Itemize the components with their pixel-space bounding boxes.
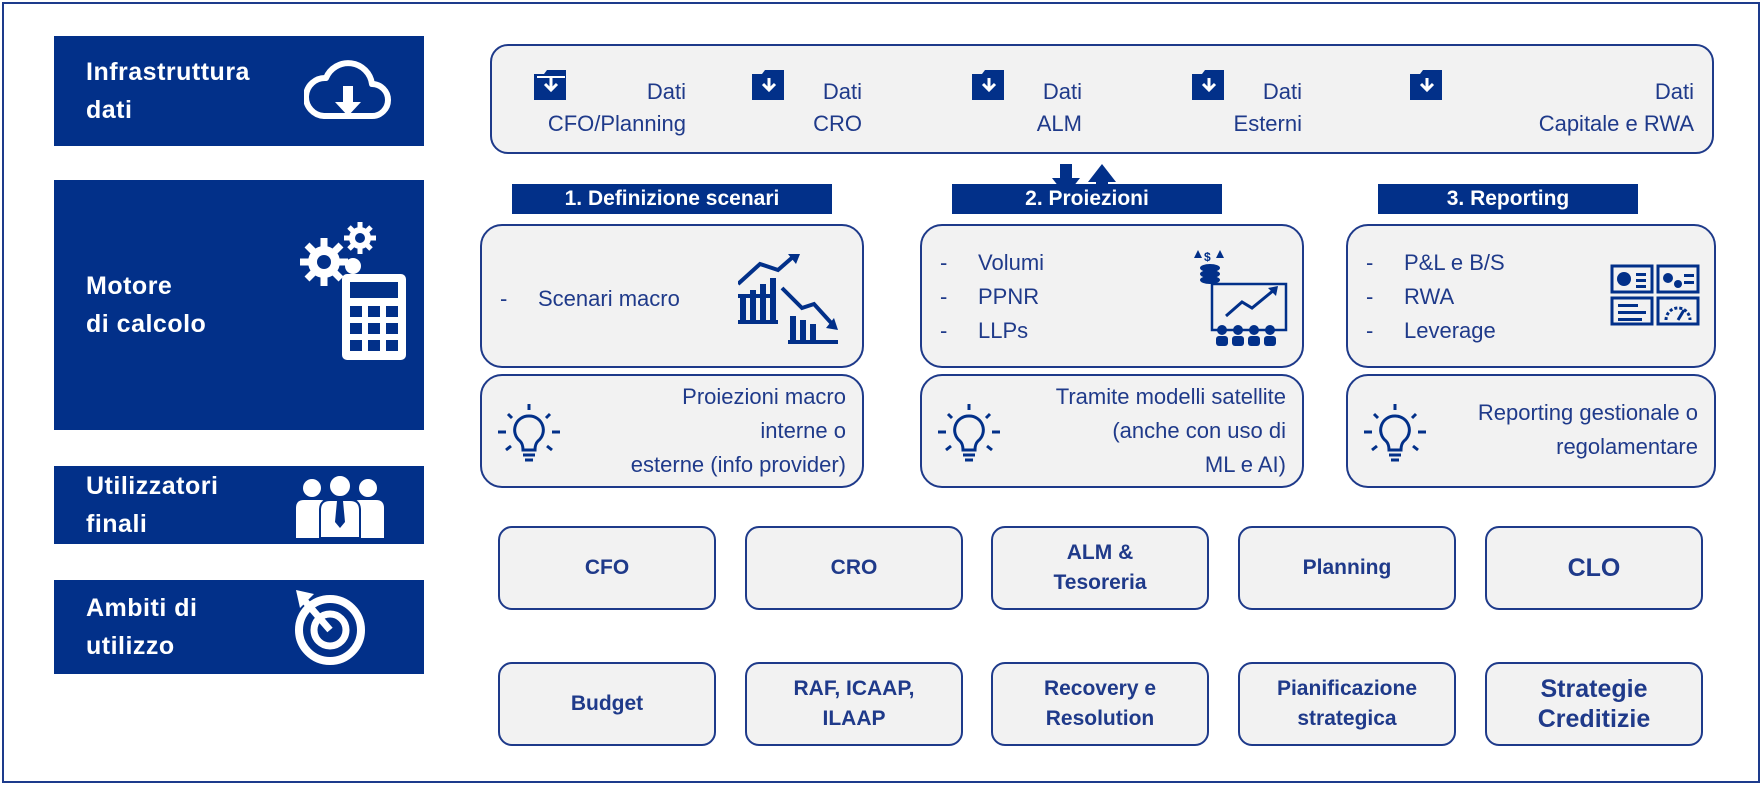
bullet-item: -P&L e B/S [1366,250,1505,275]
bullet-item: -Volumi [940,250,1045,275]
data-source-alm: Dati ALM [962,46,1112,156]
user-alm-tesoreria: ALM & Tesoreria [991,526,1209,610]
section-desc-card-reporting: Reporting gestionale o regolamentare [1346,374,1716,488]
data-source-label: Dati ALM [1036,79,1082,136]
dashboard-icon [1610,264,1700,326]
people-group-icon [296,474,384,538]
bullet-item: -Scenari macro [500,286,680,311]
target-arrow-icon [295,590,365,665]
data-source-label: Dati Capitale e RWA [1538,79,1694,136]
bullet-item: -RWA [1366,284,1455,309]
lightbulb-icon [498,404,560,462]
section-card-scenari: -Scenari macro [480,224,864,368]
bullet-item: -PPNR [940,284,1040,309]
user-clo: CLO [1485,526,1703,610]
section-title-reporting: 3. Reporting [1378,184,1638,214]
data-source-capitale-rwa: Dati Capitale e RWA [1372,46,1712,156]
row-label-text: Utilizzatori finali [86,472,219,538]
svg-text:$: $ [1204,250,1211,264]
row-label-utilizzatori: Utilizzatori finali [54,466,424,544]
row-label-motore: Motore di calcolo [54,180,424,430]
presentation-growth-icon: $ [1194,250,1288,346]
row-label-text: Motore di calcolo [86,272,207,338]
row-label-infrastruttura: Infrastruttura dati [54,36,424,146]
scope-budget: Budget [498,662,716,746]
row-label-text: Ambiti di utilizzo [86,594,198,660]
cloud-download-icon [304,60,391,119]
scope-strategie-creditizie: Strategie Creditizie [1485,662,1703,746]
user-cfo: CFO [498,526,716,610]
section-title-definizione-scenari: 1. Definizione scenari [512,184,832,214]
scope-raf-icaap-ilaap: RAF, ICAAP, ILAAP [745,662,963,746]
lightbulb-icon [1364,404,1426,462]
data-source-label: Dati Esterni [1233,79,1302,136]
section-desc-card-scenari: Proiezioni macro interne o esterne (info… [480,374,864,488]
bullet-item: -Leverage [1366,318,1496,343]
folder-download-icon [972,70,1004,100]
section-desc: Proiezioni macro interne o esterne (info… [630,384,846,477]
bullet-item: -LLPs [940,318,1029,343]
user-cro: CRO [745,526,963,610]
chart-trend-icon [738,254,838,344]
scope-pianificazione-strategica: Pianificazione strategica [1238,662,1456,746]
data-source-cfo-planning: Dati CFO/Planning [492,46,692,156]
user-planning: Planning [1238,526,1456,610]
row-label-text: Infrastruttura dati [86,58,250,124]
data-source-cro: Dati CRO [742,46,892,156]
data-sources-panel: Dati CFO/Planning Dati CRO Dati ALM Dati… [490,44,1714,154]
lightbulb-icon [938,404,1000,462]
folder-download-icon [534,70,566,100]
folder-download-icon [752,70,784,100]
scope-recovery-resolution: Recovery e Resolution [991,662,1209,746]
section-desc: Reporting gestionale o regolamentare [1477,400,1698,459]
gears-calculator-icon [300,222,406,360]
data-source-label: Dati CRO [813,79,862,136]
section-desc: Tramite modelli satellite (anche con uso… [1055,384,1286,477]
section-card-proiezioni: -Volumi -PPNR -LLPs $ [920,224,1304,368]
section-title-proiezioni: 2. Proiezioni [952,184,1222,214]
folder-download-icon [1192,70,1224,100]
data-source-label: Dati CFO/Planning [547,79,686,136]
section-card-reporting: -P&L e B/S -RWA -Leverage [1346,224,1716,368]
data-source-esterni: Dati Esterni [1182,46,1352,156]
folder-download-icon [1410,70,1442,100]
section-desc-card-proiezioni: Tramite modelli satellite (anche con uso… [920,374,1304,488]
row-label-ambiti: Ambiti di utilizzo [54,580,424,674]
